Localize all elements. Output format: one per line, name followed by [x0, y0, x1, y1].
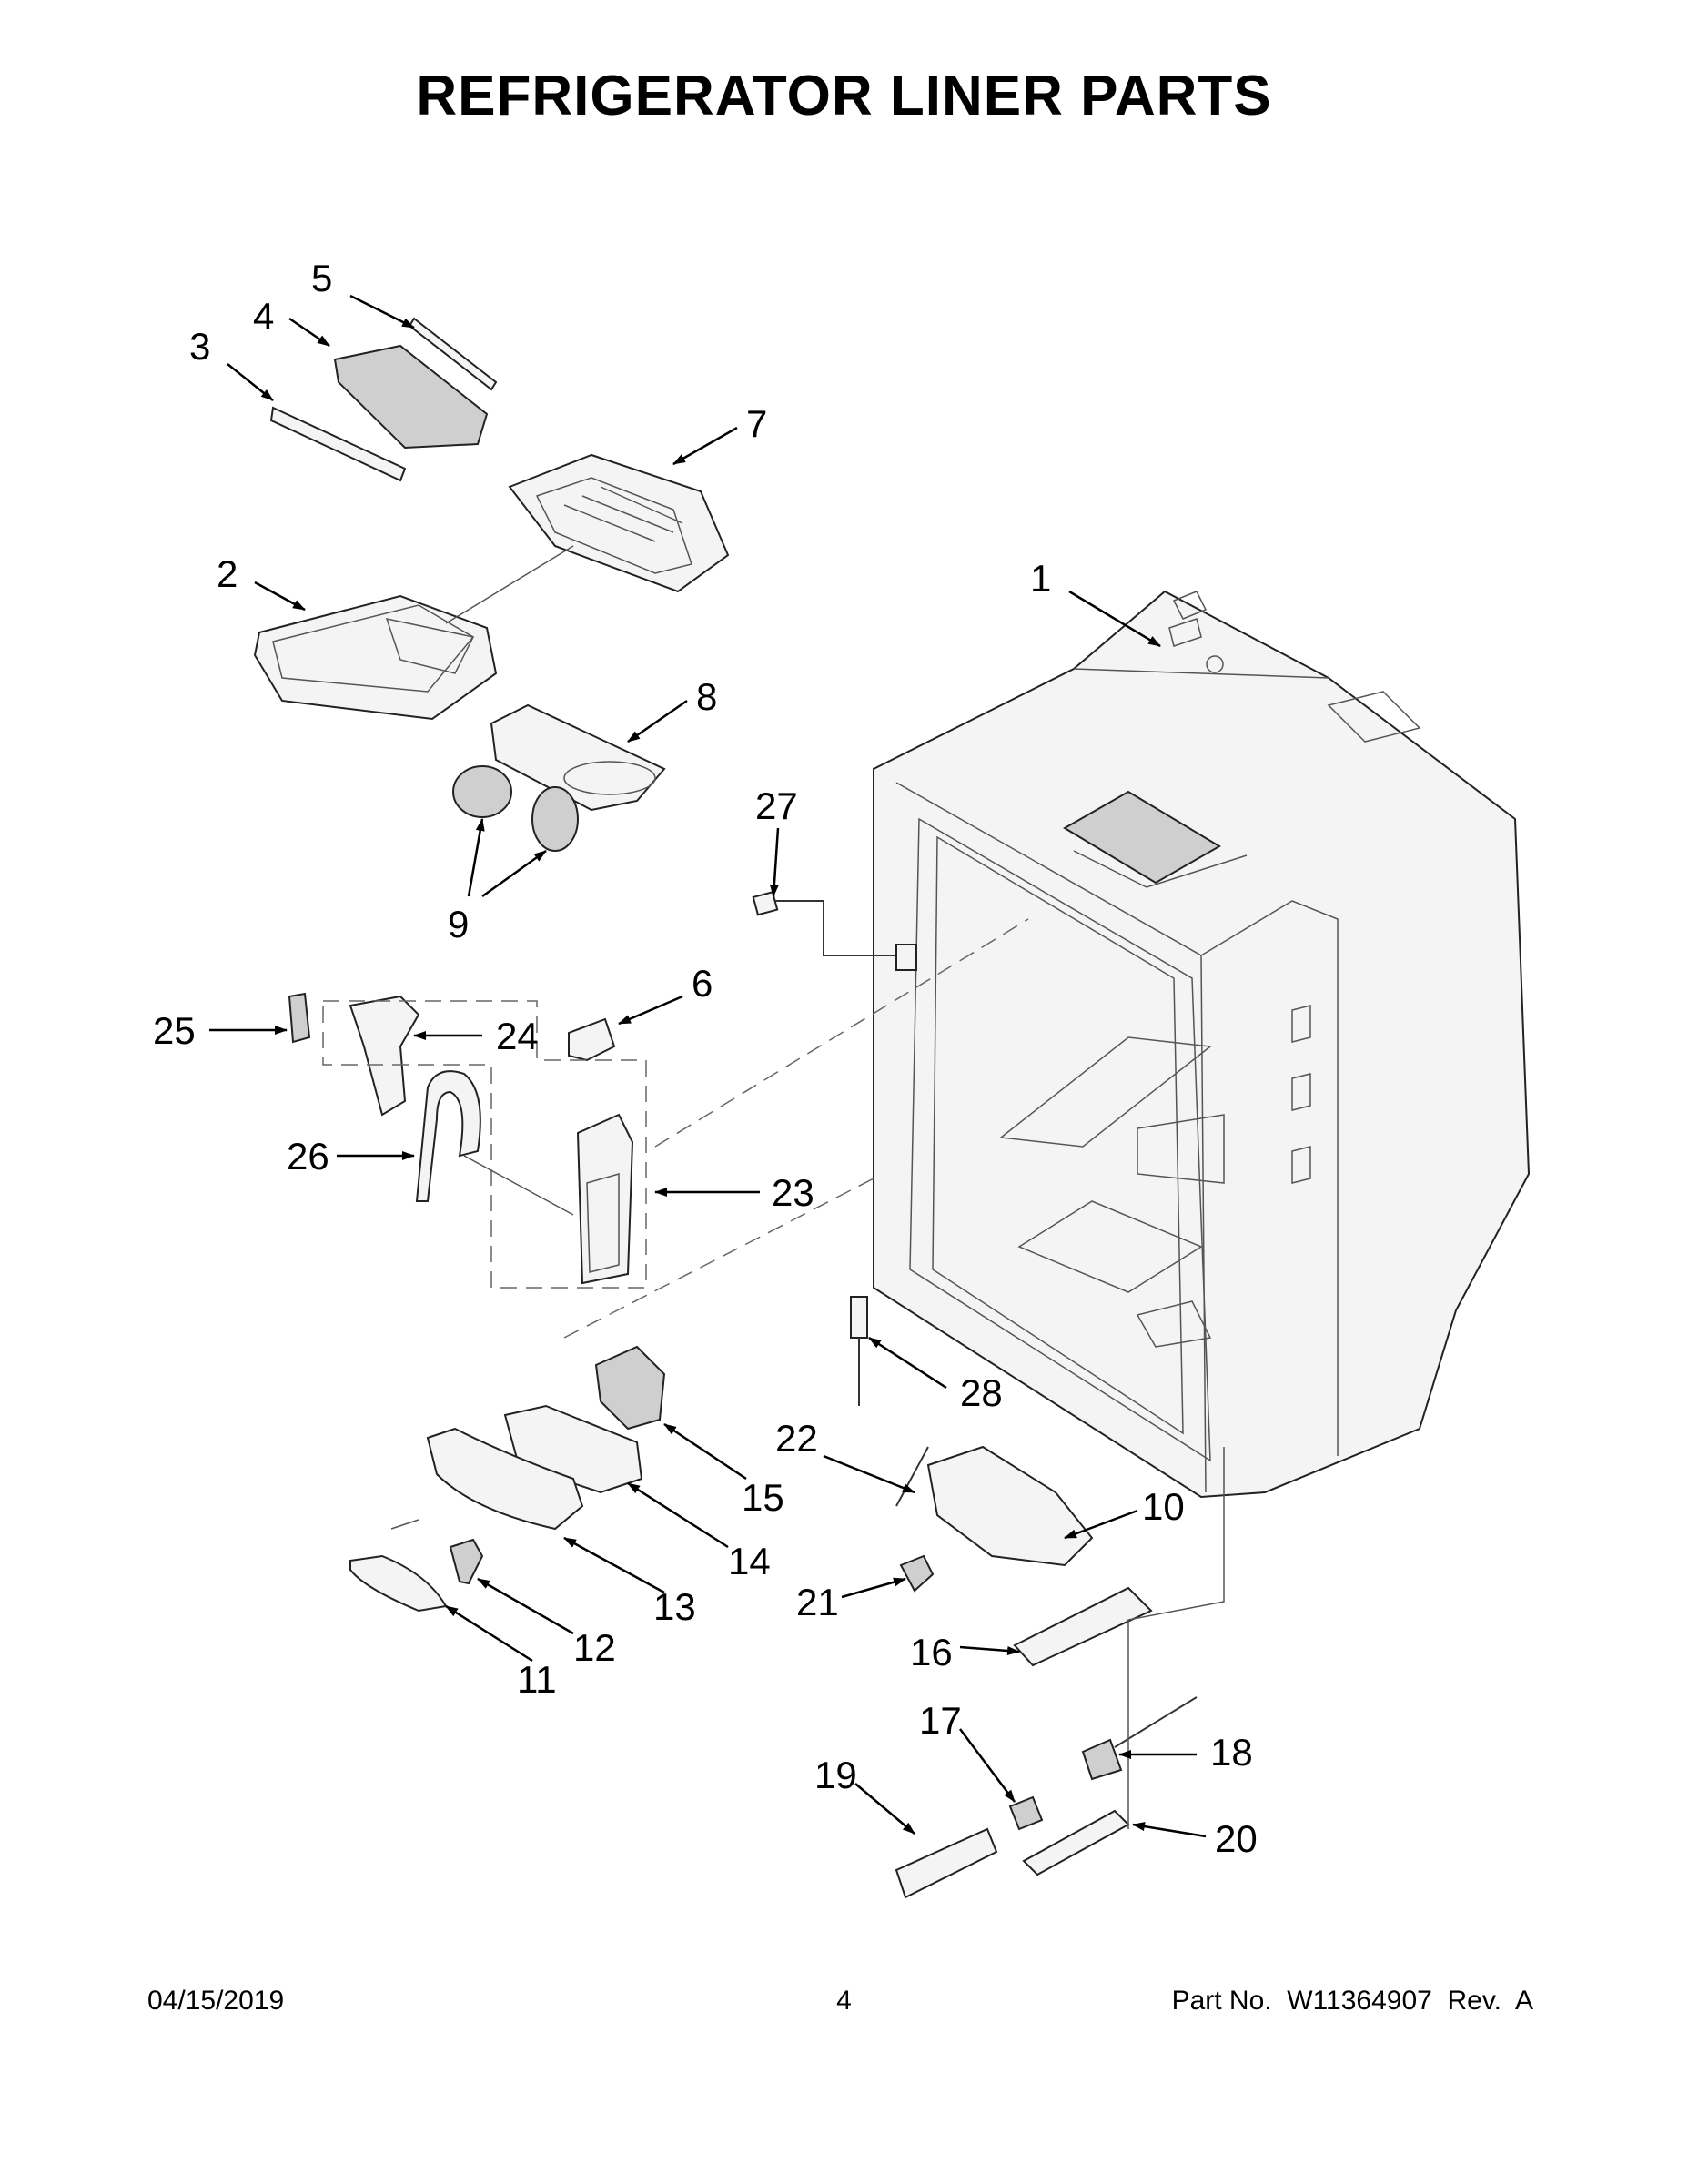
- label-part-3: 3: [189, 325, 210, 368]
- part-18: [1081, 1696, 1198, 1781]
- part-15: [594, 1345, 666, 1431]
- part-23: [576, 1113, 634, 1285]
- part-21: [899, 1554, 935, 1592]
- part-19: [895, 1827, 998, 1899]
- label-part-22: 22: [775, 1417, 818, 1460]
- label-part-18: 18: [1210, 1731, 1253, 1774]
- part-9: [452, 765, 579, 852]
- label-part-7: 7: [746, 402, 767, 445]
- part-28: [850, 1296, 868, 1406]
- label-part-5: 5: [311, 257, 332, 299]
- label-part-4: 4: [253, 295, 274, 338]
- label-part-26: 26: [287, 1135, 329, 1178]
- label-part-13: 13: [653, 1585, 696, 1628]
- part-labels: 1 2 3 4 5 6 7 8 9 10 11 12 13 14 15 16 1…: [153, 257, 1258, 1860]
- label-part-11: 11: [517, 1658, 557, 1701]
- page-title: REFRIGERATOR LINER PARTS: [416, 65, 1272, 127]
- label-part-24: 24: [496, 1015, 539, 1057]
- part-25: [288, 992, 311, 1044]
- label-part-19: 19: [814, 1754, 857, 1796]
- part-2: [253, 594, 498, 721]
- label-part-25: 25: [153, 1009, 196, 1052]
- footer-page-number: 4: [836, 1986, 852, 2016]
- part-13: [426, 1427, 584, 1531]
- part-liner: [873, 590, 1531, 1499]
- part-8: [490, 703, 666, 812]
- part-6: [568, 1017, 616, 1062]
- label-part-28: 28: [960, 1371, 1003, 1414]
- label-part-10: 10: [1142, 1485, 1185, 1528]
- label-part-1: 1: [1030, 557, 1051, 600]
- leader-arrows: [209, 294, 1207, 1838]
- part-26: [415, 1070, 481, 1202]
- footer-part-number: Part No. W11364907 Rev. A: [1171, 1986, 1533, 2016]
- label-part-20: 20: [1215, 1817, 1258, 1860]
- part-7: [508, 453, 730, 593]
- label-part-9: 9: [448, 903, 469, 945]
- part-27: [752, 891, 917, 971]
- label-part-8: 8: [696, 675, 717, 718]
- label-part-21: 21: [796, 1581, 839, 1623]
- label-part-16: 16: [910, 1631, 953, 1673]
- label-part-12: 12: [573, 1626, 616, 1669]
- label-part-15: 15: [742, 1476, 784, 1519]
- label-part-6: 6: [692, 962, 713, 1005]
- label-part-2: 2: [217, 552, 238, 595]
- guide-lines: [322, 545, 1225, 1829]
- part-11: [349, 1554, 448, 1613]
- part-24: [349, 995, 420, 1117]
- part-3: [269, 406, 407, 482]
- label-part-23: 23: [772, 1171, 814, 1214]
- label-part-14: 14: [728, 1540, 771, 1582]
- label-part-27: 27: [755, 784, 798, 827]
- part-22: [895, 1446, 929, 1507]
- footer-date: 04/15/2019: [147, 1986, 285, 2016]
- part-10: [926, 1445, 1094, 1567]
- part-17: [1008, 1795, 1044, 1831]
- part-4: [333, 344, 489, 450]
- part-16: [1013, 1586, 1153, 1667]
- label-part-17: 17: [919, 1699, 962, 1742]
- part-12: [449, 1538, 484, 1585]
